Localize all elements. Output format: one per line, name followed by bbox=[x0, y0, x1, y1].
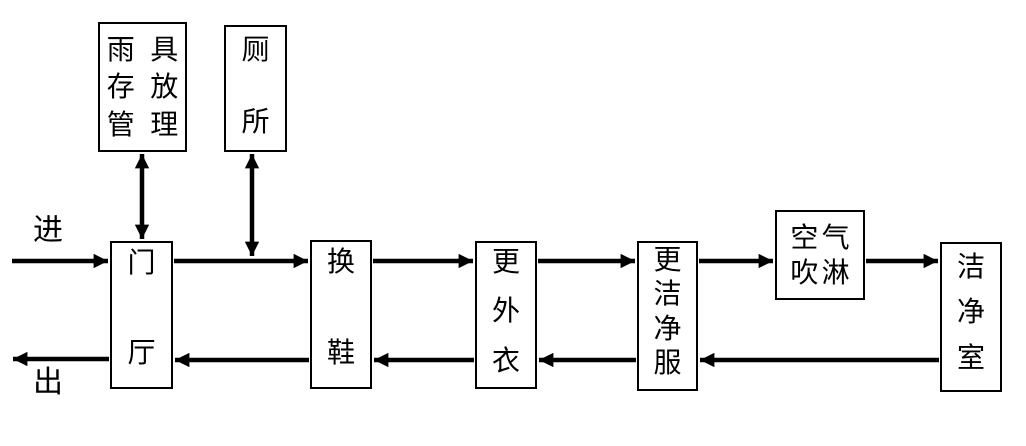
box-rain-gear-storage-line: 雨具 bbox=[106, 32, 194, 66]
box-change-clean-garment-line: 净 bbox=[653, 311, 682, 345]
box-change-clean-garment-line: 更 bbox=[653, 243, 682, 276]
box-change-outer-clothes-line: 衣 bbox=[491, 343, 520, 377]
box-change-outer-clothes: 更 外 衣 bbox=[475, 241, 537, 389]
box-clean-room-line: 洁 bbox=[956, 250, 985, 283]
box-change-clean-garment-line: 洁 bbox=[653, 277, 682, 311]
exit-label: 出 bbox=[33, 365, 63, 400]
box-toilet-line: 所 bbox=[241, 104, 270, 138]
box-air-shower: 空气 吹淋 bbox=[775, 210, 865, 300]
box-toilet-line: 厕 bbox=[241, 33, 270, 66]
box-rain-gear-storage-line: 存放 bbox=[106, 70, 194, 104]
box-air-shower-line: 空气 bbox=[790, 221, 854, 255]
box-rain-gear-storage: 雨具 存放 管理 bbox=[98, 22, 187, 152]
enter-label: 进 bbox=[33, 213, 63, 248]
box-change-shoes-line: 鞋 bbox=[326, 335, 355, 369]
box-entrance-hall-line: 厅 bbox=[127, 335, 156, 369]
box-entrance-hall-line: 门 bbox=[127, 246, 156, 279]
box-change-shoes-line: 换 bbox=[326, 245, 355, 278]
box-toilet: 厕 所 bbox=[224, 25, 287, 152]
box-change-outer-clothes-line: 更 bbox=[491, 245, 520, 278]
box-clean-room-line: 室 bbox=[956, 340, 985, 374]
box-clean-room-line: 净 bbox=[956, 295, 985, 329]
box-clean-room: 洁 净 室 bbox=[940, 242, 1002, 392]
box-air-shower-line: 吹淋 bbox=[790, 255, 854, 289]
box-rain-gear-storage-line: 管理 bbox=[106, 108, 194, 142]
box-entrance-hall: 门 厅 bbox=[110, 241, 173, 389]
box-change-outer-clothes-line: 外 bbox=[491, 294, 520, 328]
box-change-shoes: 换 鞋 bbox=[310, 240, 372, 389]
box-change-clean-garment: 更 洁 净 服 bbox=[637, 241, 698, 391]
box-change-clean-garment-line: 服 bbox=[653, 345, 682, 379]
